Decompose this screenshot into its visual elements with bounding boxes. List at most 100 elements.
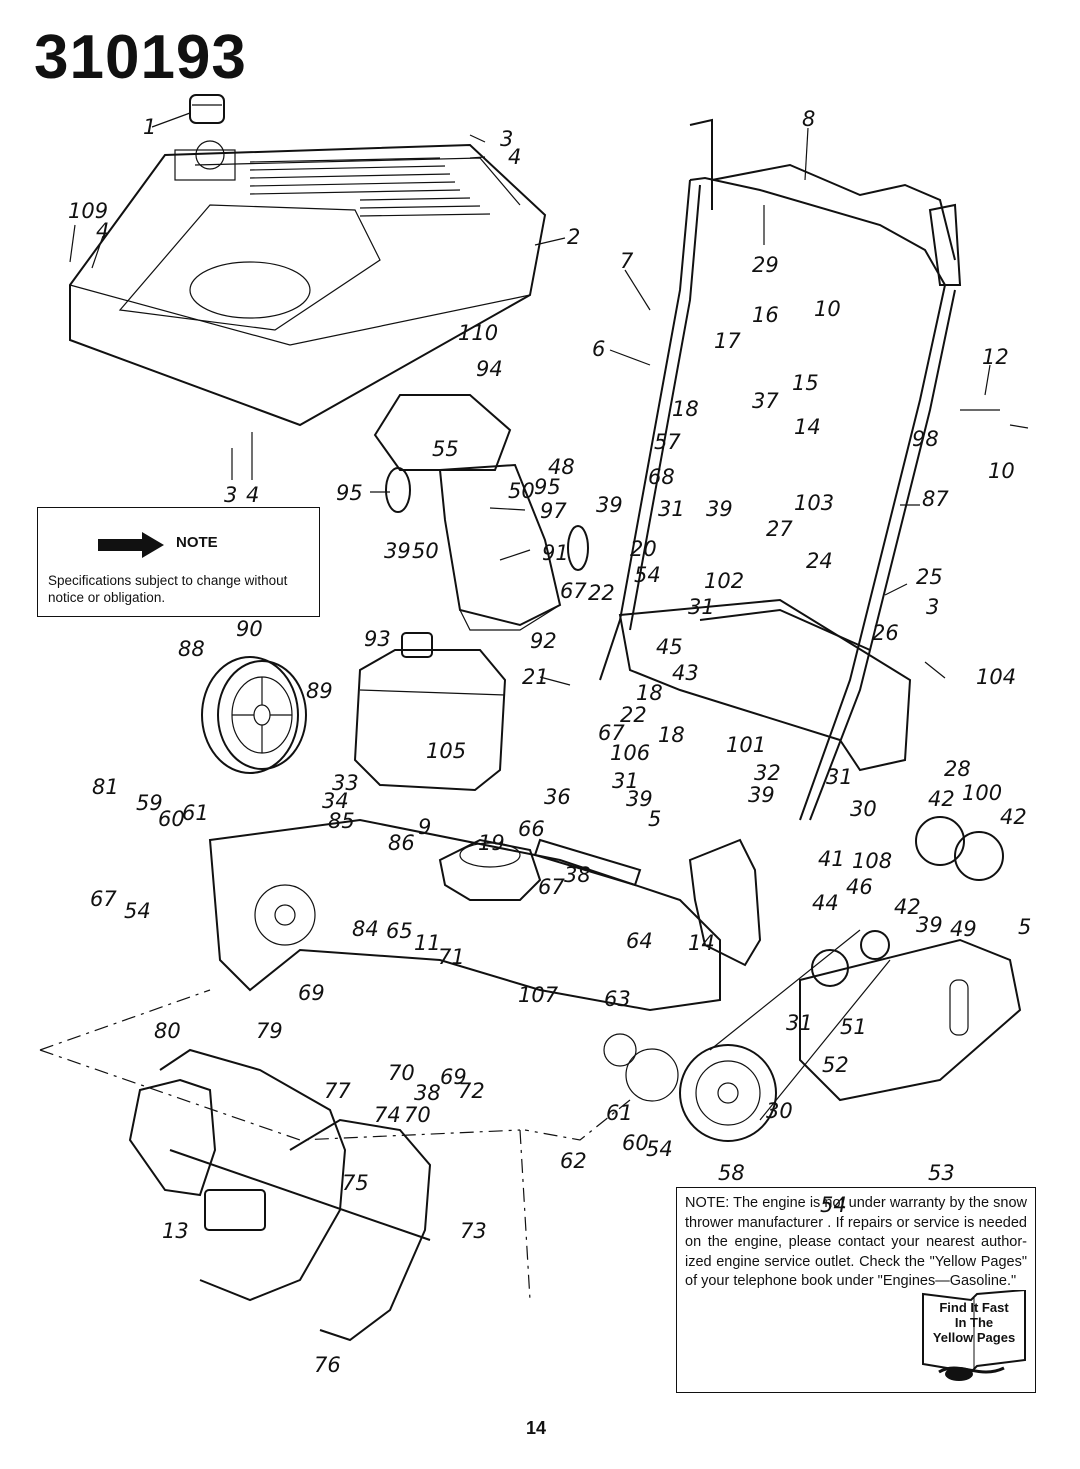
callout: 38	[564, 863, 591, 887]
callout: 50	[412, 539, 439, 563]
callout: 54	[634, 563, 661, 587]
callout: 32	[754, 761, 781, 785]
callout: 59	[136, 791, 163, 815]
callout: 58	[718, 1161, 745, 1185]
callout: 100	[962, 781, 1002, 805]
leader-lines	[69, 112, 1029, 686]
callout: 67	[598, 721, 625, 745]
callout: 92	[530, 629, 557, 653]
callout: 3	[224, 483, 237, 507]
callout: 50	[508, 479, 535, 503]
engine-shroud	[69, 94, 547, 427]
callout: 3	[500, 127, 513, 151]
callout: 54	[124, 899, 151, 923]
callout: 39	[706, 497, 733, 521]
auger-assembly	[128, 1048, 432, 1342]
page-number: 14	[526, 1418, 547, 1438]
callout: 79	[256, 1019, 283, 1043]
yellow-pages-line-2: In The	[954, 1315, 994, 1330]
callout: 55	[432, 437, 459, 461]
callout: 31	[688, 595, 715, 619]
callout: 18	[658, 723, 685, 747]
callout: 10	[988, 459, 1015, 483]
callout: 46	[846, 875, 873, 899]
callout: 5	[1018, 915, 1031, 939]
callout: 95	[336, 481, 363, 505]
callout: 93	[364, 627, 391, 651]
yellow-pages-line-3: Yellow Pages	[932, 1330, 1016, 1345]
callout: 103	[794, 491, 834, 515]
callout: 14	[794, 415, 821, 439]
callout: 9	[418, 815, 431, 839]
engine-warranty-note-box: NOTE: The engine is not under warranty b…	[676, 1187, 1036, 1393]
engine-warranty-note-text: NOTE: The engine is not under warranty b…	[685, 1194, 1027, 1292]
yellow-pages-logo: Find It Fast In The Yellow Pages	[919, 1290, 1029, 1386]
callout: 3	[926, 595, 939, 619]
callout: 33	[332, 771, 359, 795]
callout: 109	[68, 199, 108, 223]
callout: 6	[592, 337, 605, 361]
callout: 24	[806, 549, 833, 573]
callout: 54	[646, 1137, 673, 1161]
callout: 22	[588, 581, 615, 605]
callout: 11	[414, 931, 441, 955]
callout: 31	[826, 765, 853, 789]
note-label: NOTE	[176, 534, 218, 551]
callout: 22	[620, 703, 647, 727]
callout: 49	[950, 917, 977, 941]
model-number: 310193	[34, 23, 247, 92]
callout: 64	[626, 929, 653, 953]
book-icon	[922, 1290, 1026, 1381]
callout: 42	[928, 787, 955, 811]
callout: 12	[982, 345, 1009, 369]
callout: 70	[404, 1103, 431, 1127]
callout: 70	[388, 1061, 415, 1085]
callout: 57	[654, 430, 681, 454]
callout: 110	[458, 321, 498, 345]
callout: 107	[518, 983, 559, 1007]
callout: 71	[438, 945, 465, 969]
callout: 54	[820, 1193, 847, 1217]
callout: 73	[460, 1219, 487, 1243]
callout: 41	[818, 847, 845, 871]
fuel-tank	[353, 632, 507, 792]
callout: 34	[322, 789, 349, 813]
yellow-pages-text: Find It Fast In The Yellow Pages	[919, 1300, 1029, 1345]
callout: 102	[704, 569, 744, 593]
callout: 86	[388, 831, 415, 855]
callout: 2	[567, 225, 580, 249]
handle-assembly	[599, 118, 962, 821]
belt-cover-and-pulleys	[603, 816, 1022, 1142]
callout: 85	[328, 809, 355, 833]
callout: 72	[458, 1079, 485, 1103]
discharge-chute	[373, 394, 589, 631]
callout: 39	[916, 913, 943, 937]
callout: 80	[154, 1019, 181, 1043]
callout: 38	[414, 1081, 441, 1105]
main-housing	[39, 598, 912, 1301]
callout: 48	[548, 455, 575, 479]
callout: 84	[352, 917, 379, 941]
callout: 39	[626, 787, 653, 811]
callout: 39	[748, 783, 775, 807]
callout: 67	[538, 875, 565, 899]
callout: 42	[1000, 805, 1027, 829]
callout: 19	[478, 831, 505, 855]
callout: 4	[508, 145, 521, 169]
callout: 31	[658, 497, 685, 521]
callout: 1	[143, 115, 156, 139]
callout: 30	[766, 1099, 793, 1123]
callout: 52	[822, 1053, 849, 1077]
callout: 62	[560, 1149, 587, 1173]
callout: 18	[636, 681, 663, 705]
callout: 69	[298, 981, 325, 1005]
specifications-note-box: NOTE Specifications subject to change wi…	[37, 507, 320, 617]
callout: 45	[656, 635, 683, 659]
callout: 66	[518, 817, 545, 841]
callout: 65	[386, 919, 413, 943]
callout: 42	[894, 895, 921, 919]
callout: 17	[714, 329, 741, 353]
callout: 27	[766, 517, 793, 541]
callout: 91	[542, 541, 569, 565]
